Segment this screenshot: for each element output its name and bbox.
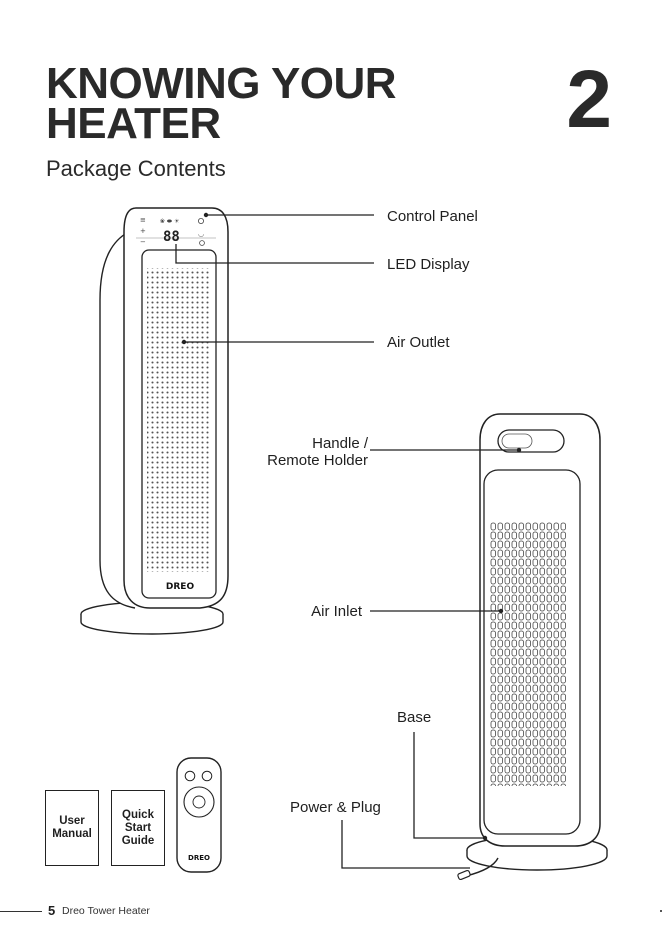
label-led-display: LED Display bbox=[387, 256, 470, 273]
label-base: Base bbox=[397, 709, 431, 726]
label-handle: Handle / bbox=[312, 435, 369, 452]
label-air-inlet: Air Inlet bbox=[311, 603, 363, 620]
footer-page-number: 5 bbox=[48, 903, 55, 918]
rear-heater bbox=[457, 414, 607, 880]
quick-start-guide-card: Quick Start Guide bbox=[111, 790, 165, 866]
svg-text:+: + bbox=[140, 227, 146, 235]
label-control-panel: Control Panel bbox=[387, 208, 478, 225]
remote-logo: DREO bbox=[188, 854, 210, 862]
footer-product-name: Dreo Tower Heater bbox=[62, 905, 150, 917]
label-air-outlet: Air Outlet bbox=[387, 334, 450, 351]
label-power-plug: Power & Plug bbox=[290, 799, 381, 816]
svg-text:−: − bbox=[140, 238, 146, 246]
label-remote-holder: Remote Holder bbox=[267, 452, 368, 469]
led-digits: 88 bbox=[163, 229, 180, 245]
svg-text:≡: ≡ bbox=[140, 216, 146, 224]
user-manual-card: User Manual bbox=[45, 790, 99, 866]
front-heater: ≡ + − ◡ 88 ❀ ⬬ ☀ DREO bbox=[81, 208, 228, 634]
remote-control: DREO bbox=[177, 758, 221, 872]
quick-guide-line-3: Guide bbox=[122, 835, 155, 847]
quick-guide-line-1: Quick bbox=[122, 809, 154, 821]
quick-guide-line-2: Start bbox=[125, 822, 151, 834]
front-logo: DREO bbox=[166, 582, 195, 592]
user-manual-line-2: Manual bbox=[52, 828, 92, 840]
svg-text:◡: ◡ bbox=[198, 230, 204, 238]
svg-text:❀ ⬬ ☀: ❀ ⬬ ☀ bbox=[160, 218, 180, 225]
user-manual-line-1: User bbox=[59, 815, 85, 827]
footer-rule bbox=[0, 911, 42, 912]
